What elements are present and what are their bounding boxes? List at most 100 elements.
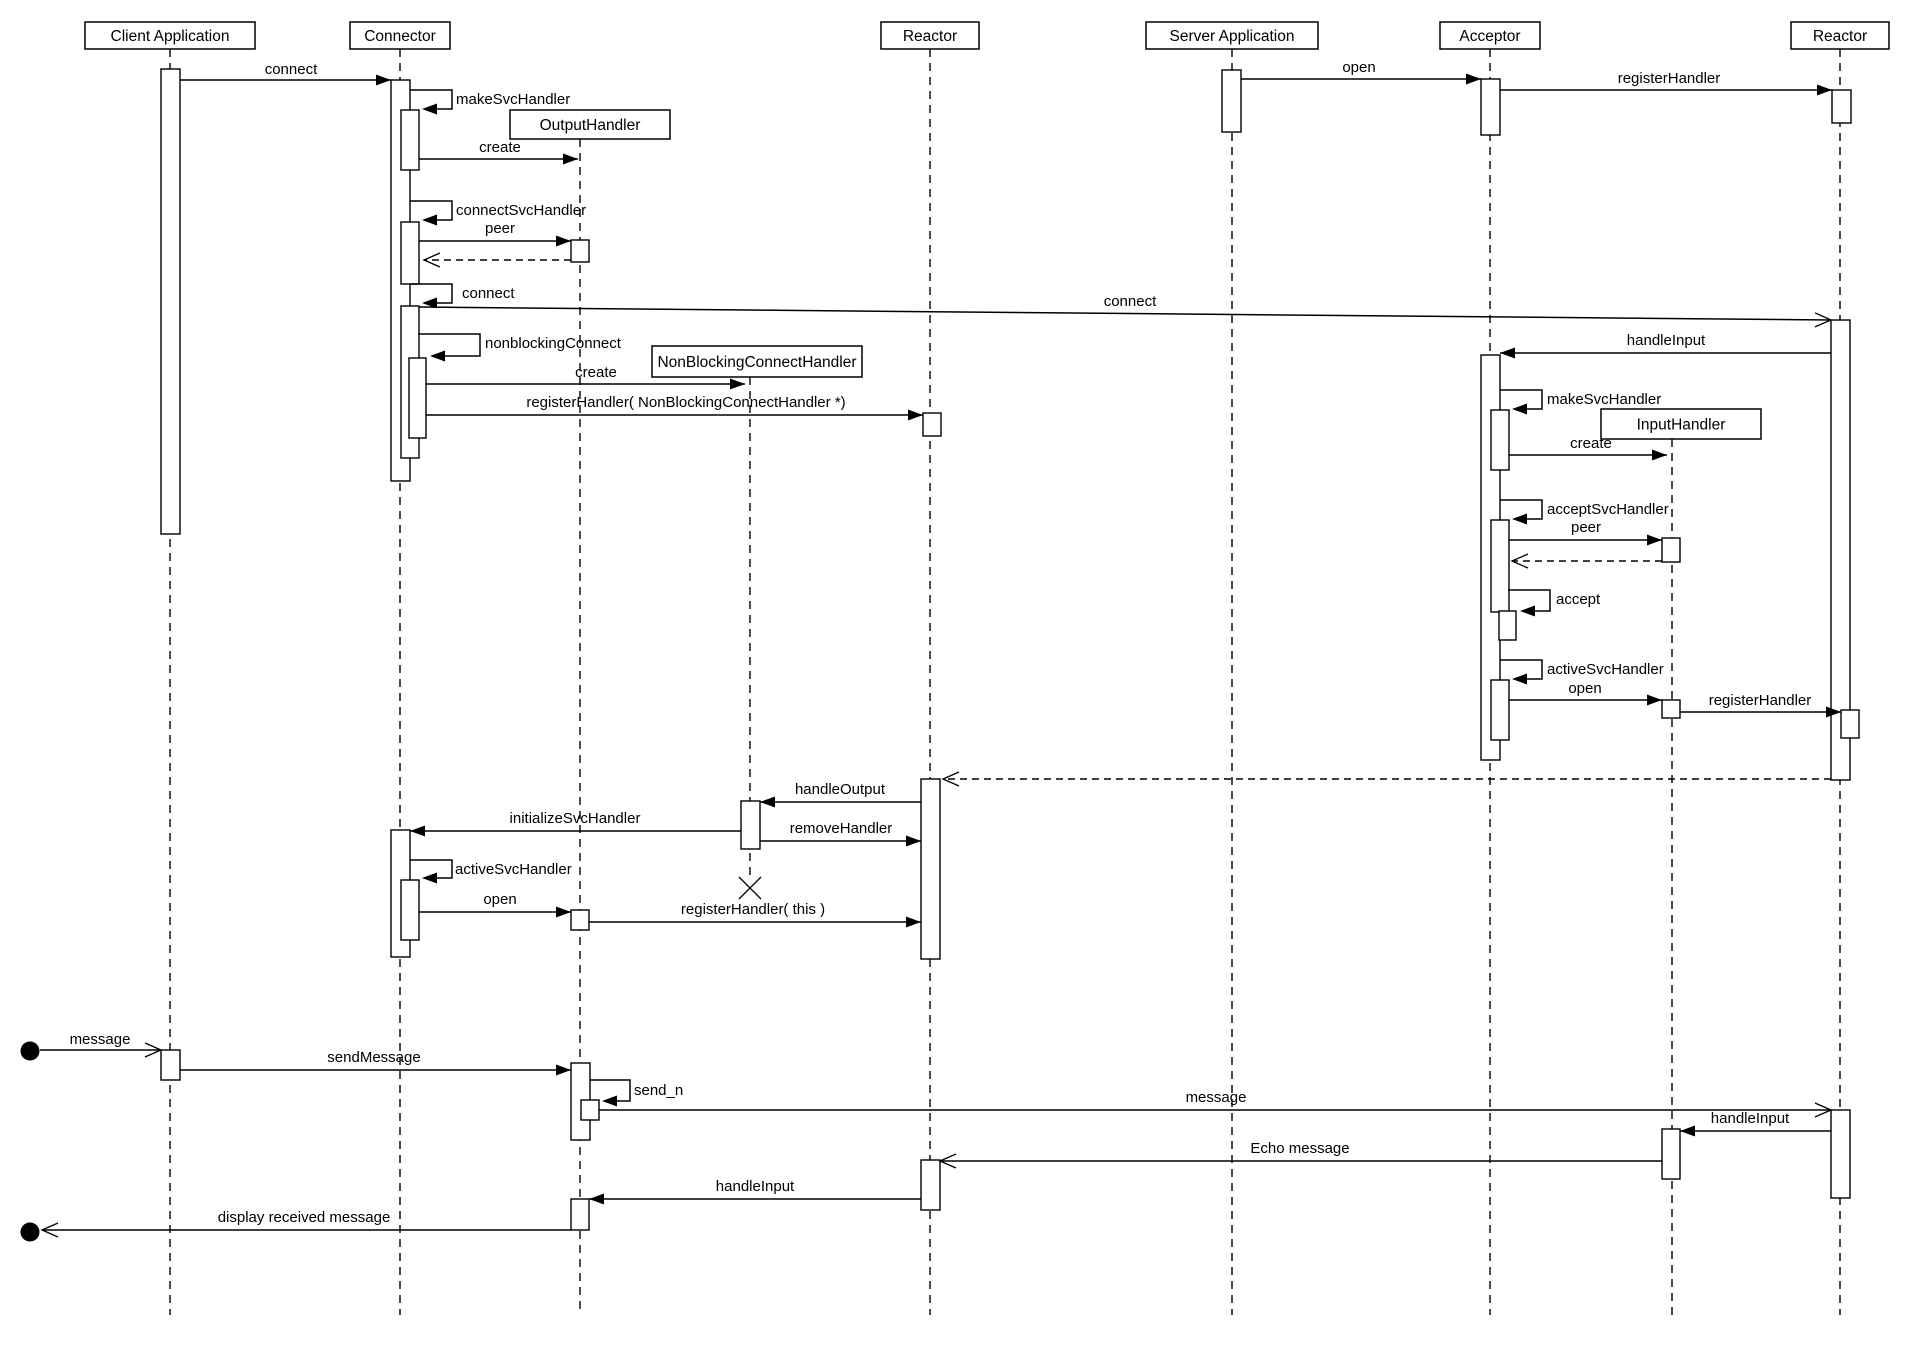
activation-act-client-main — [160, 68, 181, 535]
arrowhead-self-activesvchandler-acceptor — [1512, 673, 1527, 685]
activation-act-client-bottom — [160, 1049, 181, 1081]
message-label-removehandler: removeHandler — [790, 820, 893, 837]
message-label-handleinput-outputhandler: handleInput — [716, 1178, 795, 1195]
activation-act-outputhandler-handleinput — [570, 1198, 590, 1231]
message-label-registerhandler-this: registerHandler( this ) — [681, 901, 825, 918]
arrowhead-self-makesvchandler-connector — [422, 103, 437, 115]
message-label-sendmessage: sendMessage — [327, 1049, 420, 1066]
arrowhead-self-nonblockingconnect — [430, 350, 445, 362]
selfcall-line-self-nonblockingconnect — [418, 333, 481, 357]
arrowhead-self-accept — [1520, 605, 1535, 617]
start-node — [20, 1041, 40, 1061]
selfcall-label-self-activesvchandler-acceptor: activeSvcHandler — [1547, 661, 1664, 678]
arrowhead-display-received-message — [40, 1222, 59, 1238]
arrowhead-handleinput-acceptor — [1500, 347, 1515, 359]
selfcall-line-self-connectsvchandler — [410, 200, 453, 221]
activation-act-outputhandler-open — [570, 909, 590, 931]
message-label-open-outputhandler: open — [483, 891, 516, 908]
selfcall-label-self-acceptsvchandler: acceptSvcHandler — [1547, 501, 1669, 518]
arrowhead-self-sendn — [602, 1095, 617, 1107]
participant-box-reactor-left — [880, 21, 980, 50]
arrowhead-echo-message — [938, 1153, 957, 1169]
activation-act-connector-activesvc — [400, 879, 420, 941]
activation-act-connector-makesvc — [400, 109, 420, 171]
arrowhead-registerhandler-acceptor — [1817, 84, 1832, 96]
arrowhead-connect-long — [1814, 312, 1833, 328]
activation-act-acceptor-activesvc — [1490, 679, 1510, 741]
message-line-connect-long — [418, 306, 1832, 321]
arrowhead-create-inputhandler — [1652, 449, 1667, 461]
message-label-peer-inputhandler: peer — [1571, 519, 1601, 536]
object-box-input-handler — [1600, 408, 1762, 440]
arrowhead-sendmessage — [556, 1064, 571, 1076]
object-box-nonblocking-connect-handler — [651, 345, 863, 378]
selfcall-label-self-accept: accept — [1556, 591, 1601, 608]
selfcall-label-self-makesvchandler-acceptor: makeSvcHandler — [1547, 391, 1661, 408]
selfcall-label-self-makesvchandler-connector: makeSvcHandler — [456, 91, 570, 108]
arrowhead-create-nbch — [730, 378, 745, 390]
selfcall-label-self-sendn: send_n — [634, 1082, 683, 1099]
arrowhead-self-connectsvchandler — [422, 214, 437, 226]
arrowhead-message-long — [1814, 1102, 1833, 1118]
activation-act-outputhandler-sendn — [580, 1099, 600, 1121]
object-box-output-handler — [509, 109, 671, 140]
activation-act-connector-nonblocking — [408, 357, 427, 439]
arrowhead-open-server — [1466, 73, 1481, 85]
selfcall-line-self-sendn — [590, 1079, 631, 1102]
arrowhead-self-connect — [422, 297, 437, 309]
activation-act-inputhandler-peer — [1661, 537, 1681, 563]
activation-act-acceptor-acceptsvc — [1490, 519, 1510, 613]
participant-box-client-application — [84, 21, 256, 50]
participant-box-acceptor-label: Acceptor — [1459, 28, 1520, 45]
message-label-echo-message: Echo message — [1250, 1140, 1349, 1157]
arrowhead-removehandler — [906, 835, 921, 847]
arrowhead-peer-outputhandler — [556, 235, 571, 247]
participant-box-connector-label: Connector — [364, 28, 436, 45]
selfcall-line-self-acceptsvchandler — [1500, 499, 1543, 520]
message-label-create-inputhandler: create — [1570, 435, 1612, 452]
arrowhead-message-start — [144, 1042, 163, 1058]
arrowhead-registerhandler-this — [906, 916, 921, 928]
arrowhead-peer-inputhandler — [1647, 534, 1662, 546]
activation-act-reactorr-main — [1830, 319, 1851, 781]
selfcall-line-self-makesvchandler-connector — [410, 89, 453, 110]
arrowhead-open-outputhandler — [556, 906, 571, 918]
activation-act-inputhandler-bottom — [1661, 1128, 1681, 1180]
message-label-message-long: message — [1186, 1089, 1247, 1106]
activation-act-reactorr-bottom — [1830, 1109, 1851, 1199]
destroy-nbch-stroke2 — [738, 876, 762, 900]
object-box-input-handler-label: InputHandler — [1637, 417, 1726, 434]
selfcall-line-self-accept — [1508, 589, 1551, 612]
message-label-open-server: open — [1342, 59, 1375, 76]
participant-box-reactor-right-label: Reactor — [1813, 28, 1867, 45]
message-label-handleinput-inputhandler: handleInput — [1711, 1110, 1790, 1127]
arrowhead-self-acceptsvchandler — [1512, 513, 1527, 525]
selfcall-label-self-activesvchandler-connector: activeSvcHandler — [455, 861, 572, 878]
selfcall-line-self-activesvchandler-acceptor — [1500, 659, 1543, 680]
participant-box-reactor-left-label: Reactor — [903, 28, 957, 45]
arrowhead-registerhandler-nbch — [908, 409, 923, 421]
arrowhead-handleinput-inputhandler — [1680, 1125, 1695, 1137]
arrowhead-return-peer-inputhandler — [1510, 553, 1529, 569]
activation-act-reactorl-bottom — [920, 1159, 941, 1211]
activation-act-reactorl-main — [920, 778, 941, 960]
arrowhead-handleoutput — [760, 796, 775, 808]
message-label-handleoutput: handleOutput — [795, 781, 886, 798]
selfcall-label-self-nonblockingconnect: nonblockingConnect — [485, 335, 622, 352]
participant-box-acceptor — [1439, 21, 1541, 50]
message-label-open-inputhandler: open — [1568, 680, 1601, 697]
participant-box-server-application — [1145, 21, 1319, 50]
activation-act-reactorl-register — [922, 412, 942, 437]
activation-act-acceptor-open — [1480, 78, 1501, 136]
participant-box-reactor-right — [1790, 21, 1890, 50]
participant-box-server-application-label: Server Application — [1170, 28, 1295, 45]
arrowhead-initializesvchandler — [410, 825, 425, 837]
activation-act-inputhandler-open — [1661, 699, 1681, 719]
message-label-registerhandler-nbch: registerHandler( NonBlockingConnectHandl… — [526, 394, 845, 411]
activation-act-acceptor-accept — [1498, 610, 1517, 641]
arrowhead-self-activesvchandler-connector — [422, 872, 437, 884]
message-label-display-received-message: display received message — [218, 1209, 391, 1226]
arrowhead-handleinput-outputhandler — [589, 1193, 604, 1205]
selfcall-line-self-makesvchandler-acceptor — [1500, 389, 1543, 410]
